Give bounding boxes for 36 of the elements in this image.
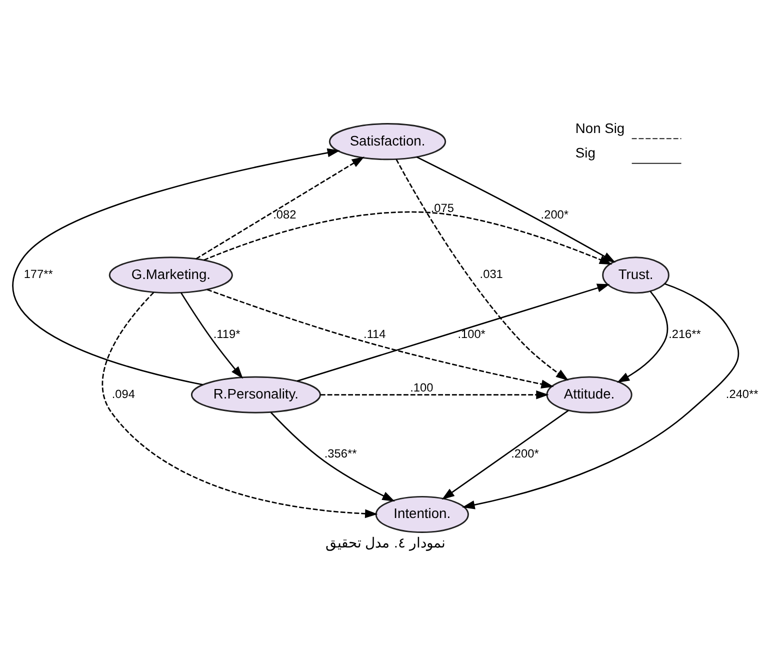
arrow	[296, 284, 610, 382]
edge-label: .100*	[458, 327, 486, 342]
edge-label: .100	[410, 380, 434, 394]
node-ellipse: Trust.	[602, 256, 670, 294]
arrow	[12, 148, 340, 386]
arrow	[180, 292, 244, 379]
arrow	[270, 412, 395, 502]
legend-label: Sig	[575, 144, 596, 161]
edge-label: .356**	[324, 446, 357, 461]
arrow	[204, 211, 612, 265]
node-ellipse: Attitude.	[546, 376, 632, 414]
edge-label: .075	[430, 200, 454, 215]
edge-label: .200*	[540, 207, 569, 222]
arrow	[196, 156, 364, 260]
edge-label: .082	[273, 207, 296, 222]
edge-label: .216**	[668, 327, 701, 342]
node-ellipse: R.Personality.	[190, 376, 321, 414]
node-ellipse: Intention.	[375, 496, 469, 534]
node-ellipse: Satisfaction.	[328, 123, 446, 160]
arrow	[396, 159, 569, 381]
arrow	[320, 390, 549, 400]
edge-label: .119*	[213, 327, 240, 342]
legend-label: Non Sig	[575, 120, 625, 136]
node-ellipse: G.Marketing.	[108, 256, 233, 294]
arrow	[206, 288, 554, 388]
caption: نمودار ٤. مدل تحقیق	[325, 534, 446, 550]
arrow	[442, 410, 569, 500]
arrow	[616, 290, 668, 383]
edge-label: 177**	[24, 267, 53, 282]
edge-label: .114	[364, 327, 386, 342]
edge-label: .240**	[726, 386, 758, 401]
arrow	[462, 283, 740, 510]
arrow	[102, 292, 378, 518]
edge-label: .200*	[511, 446, 539, 461]
edge-label: .031	[480, 267, 503, 282]
edge-label: .094	[112, 386, 135, 401]
